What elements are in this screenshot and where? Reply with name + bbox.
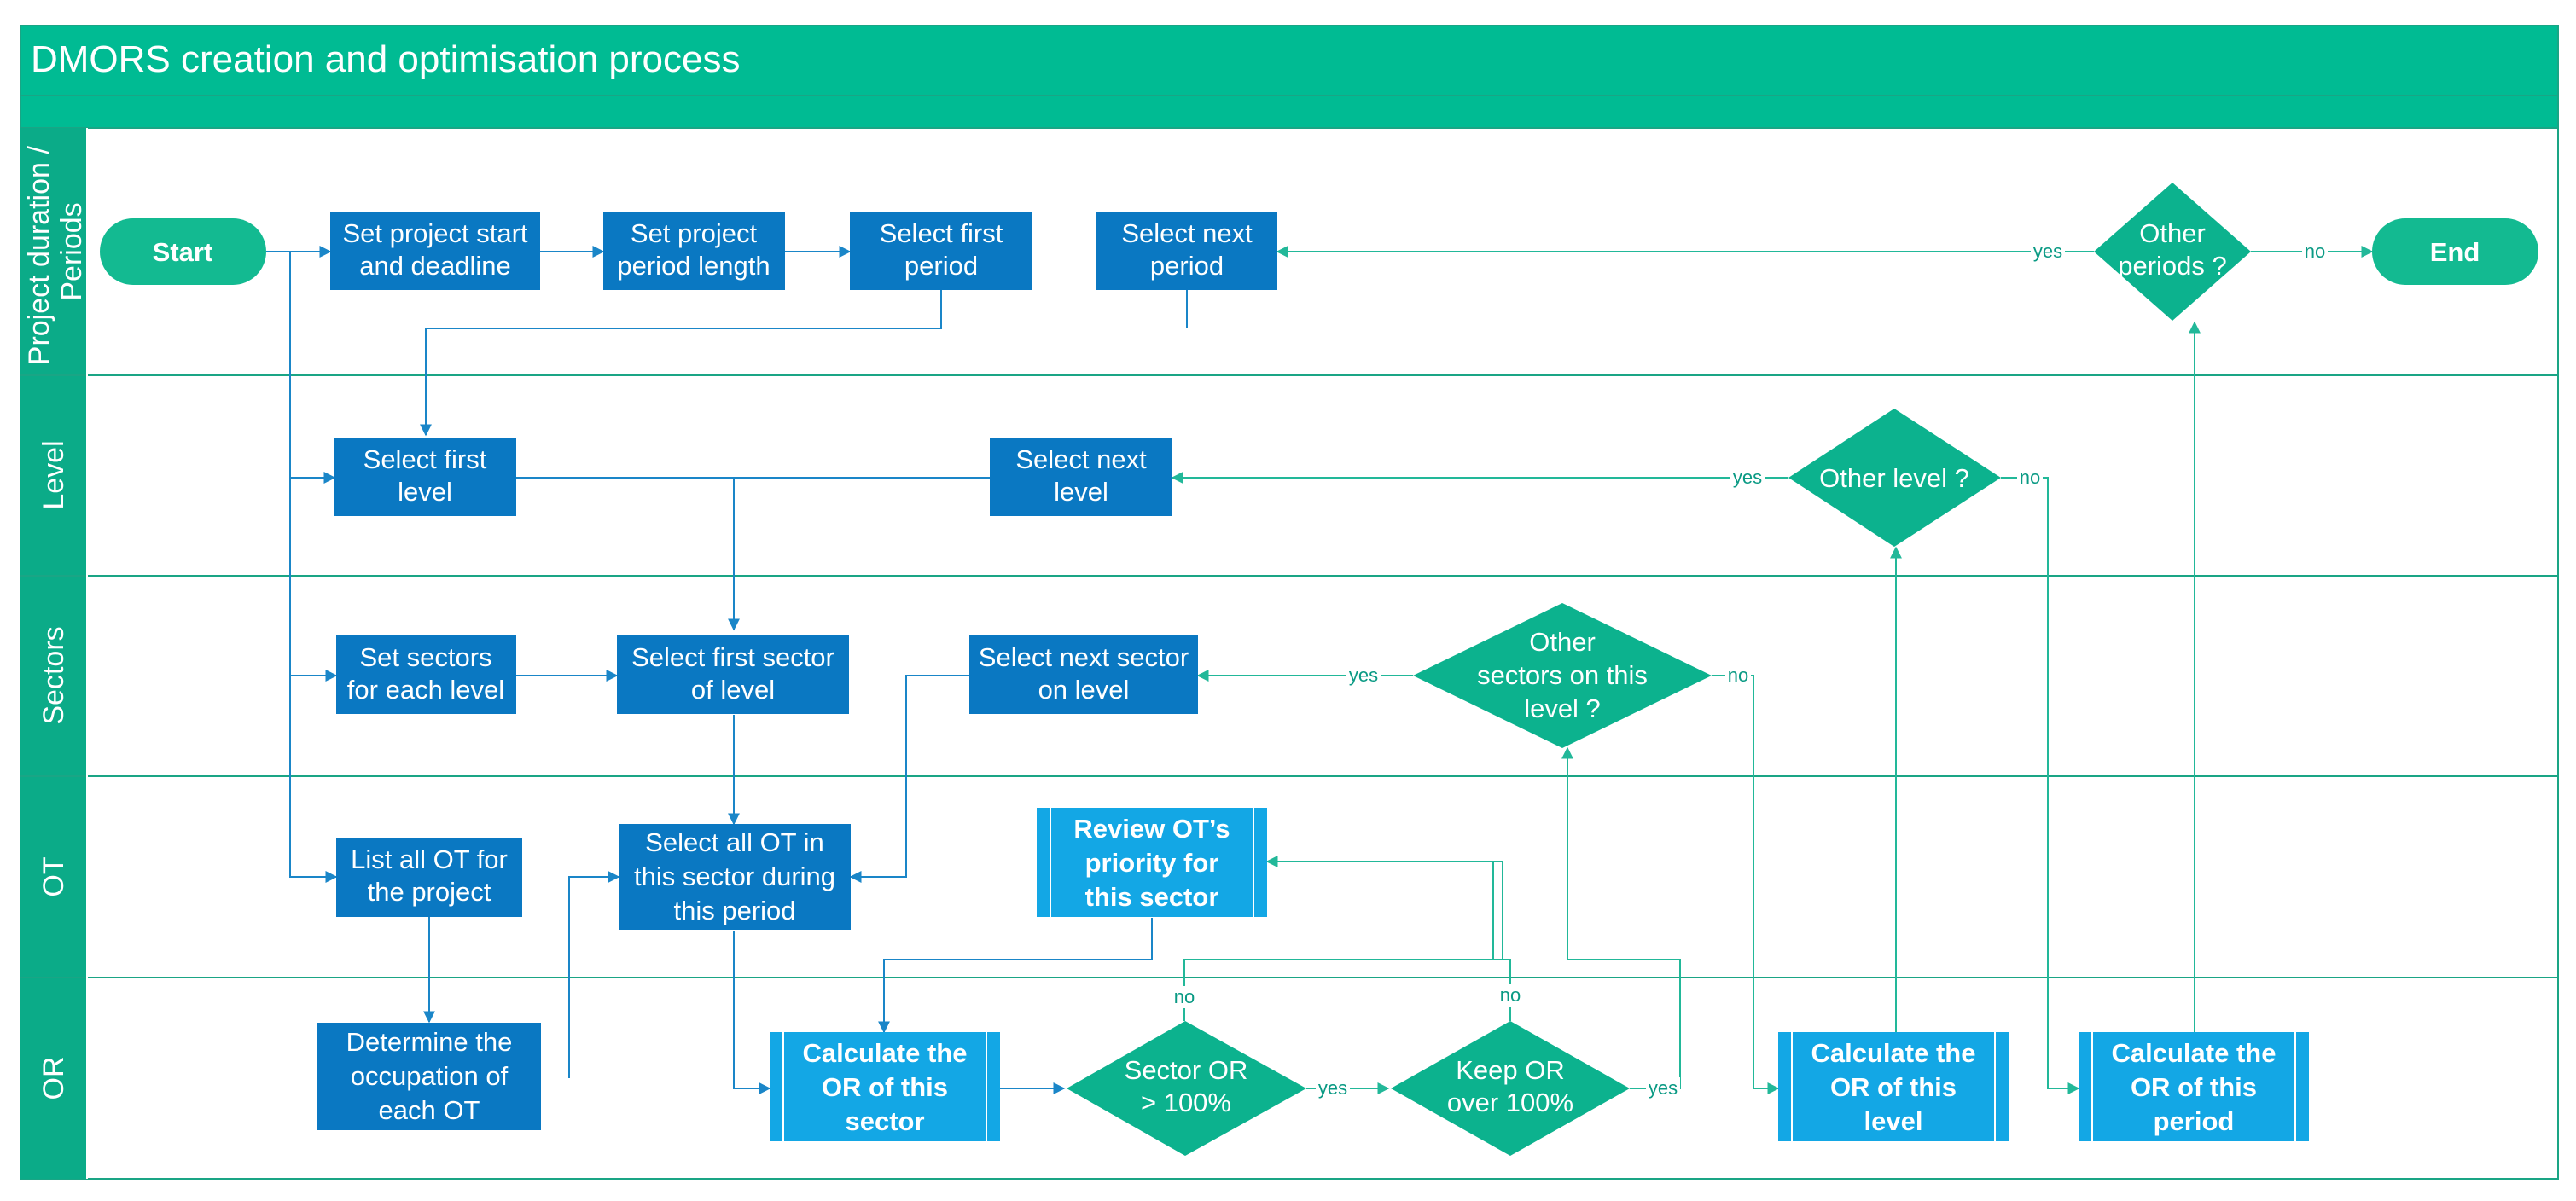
lane-label-periods: Project duration / Periods — [23, 138, 88, 365]
lane-label-level: Level — [38, 440, 70, 509]
connector — [878, 918, 1153, 1034]
connector — [849, 675, 969, 883]
edge-labels: yes no yes no yes no no no yes yes — [1171, 241, 2328, 1099]
edge-label-no: no — [2305, 241, 2325, 262]
edge-label-no: no — [1500, 984, 1521, 1006]
start-terminator: Start — [100, 218, 266, 285]
decision-other-level-label: Other level ? — [1819, 463, 1969, 493]
lane-label-sectors: Sectors — [38, 626, 70, 724]
connectors-green — [1171, 246, 2374, 1094]
edge-label-no: no — [1728, 664, 1748, 686]
edge-label-yes: yes — [1649, 1077, 1678, 1099]
connector — [420, 287, 942, 437]
connector — [733, 931, 771, 1094]
edge-label-yes: yes — [1733, 467, 1762, 488]
connector — [568, 871, 620, 1078]
start-label: Start — [153, 237, 213, 267]
decision-sector-or: Sector OR> 100% — [1067, 1021, 1306, 1156]
edge-label-no: no — [2020, 467, 2040, 488]
end-label: End — [2430, 237, 2480, 267]
diagram-title: DMORS creation and optimisation process — [31, 38, 740, 80]
edge-label-yes: yes — [1318, 1077, 1347, 1099]
edge-label-no: no — [1174, 986, 1195, 1007]
lane-label-ot: OT — [38, 856, 70, 896]
edge-label-yes: yes — [2033, 241, 2062, 262]
connectors-blue — [266, 246, 1188, 1094]
lane-label-or: OR — [38, 1057, 70, 1100]
connector — [289, 252, 338, 883]
edge-label-yes: yes — [1349, 664, 1378, 686]
header: DMORS creation and optimisation process — [20, 25, 2559, 129]
svg-text:Sector OR> 100%: Sector OR> 100% — [1125, 1055, 1248, 1117]
decision-other-level: Other level ? — [1788, 409, 2001, 547]
end-terminator: End — [2372, 218, 2538, 285]
